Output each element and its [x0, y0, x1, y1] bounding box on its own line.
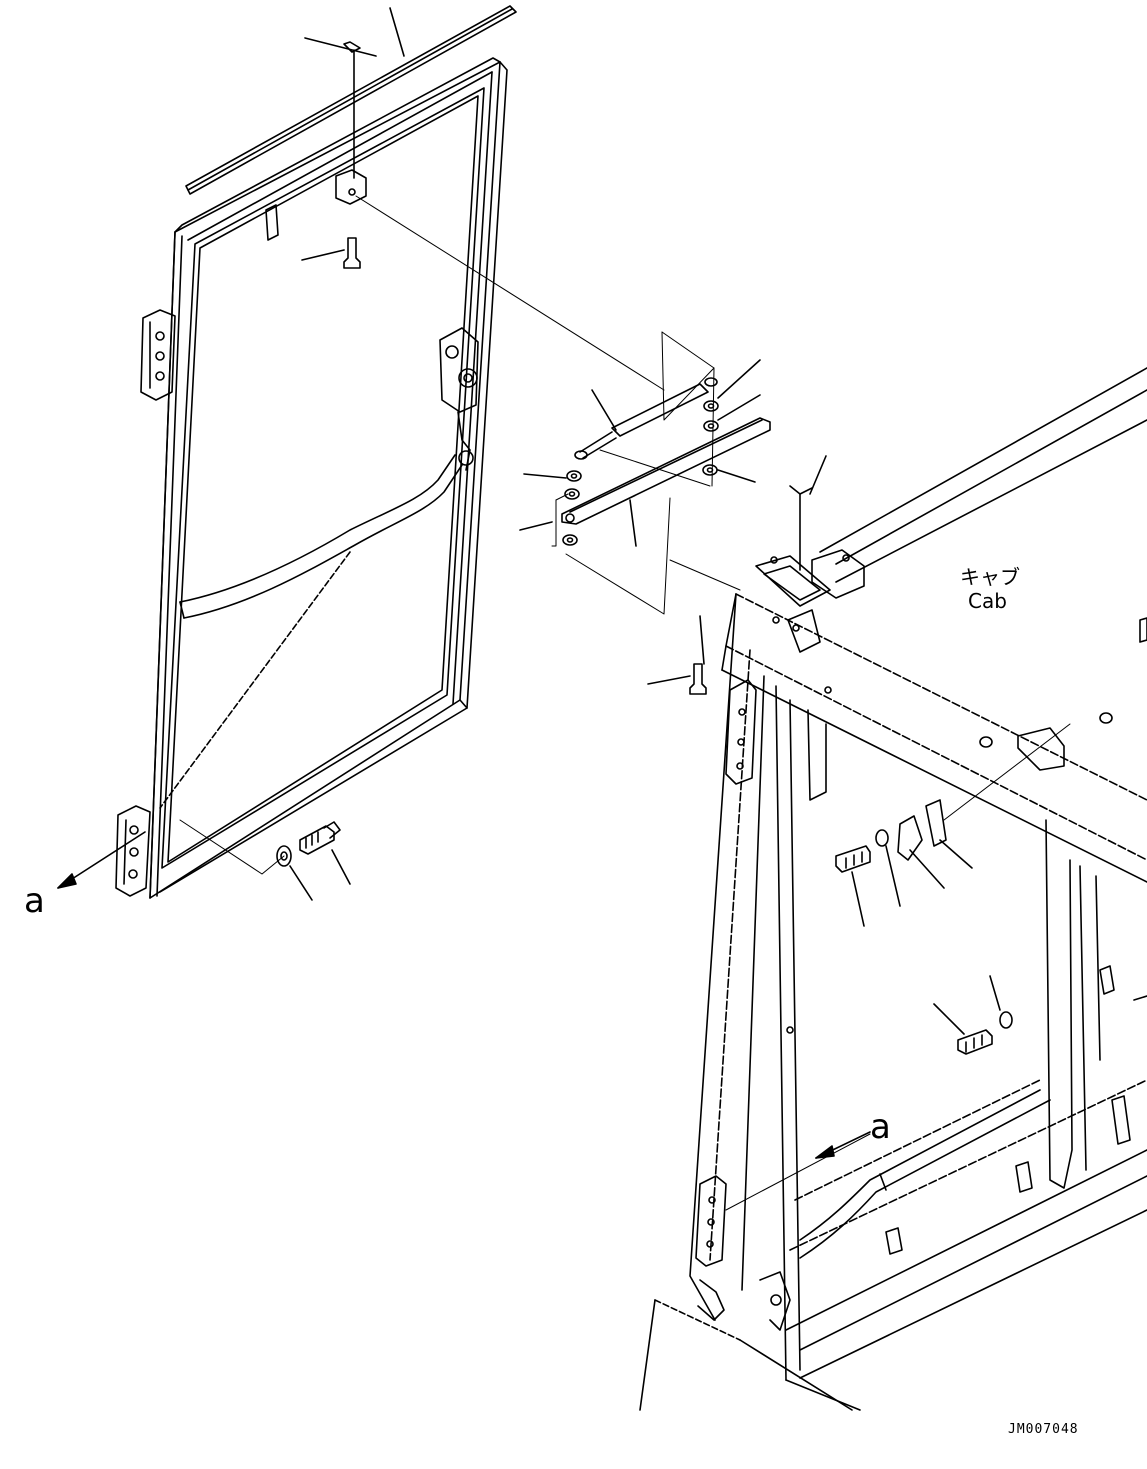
frame-tab [265, 204, 279, 241]
cab-hinge-upper [725, 679, 757, 785]
nut-2 [703, 420, 719, 432]
door-hinge-lower-left [115, 805, 151, 897]
clevis-pin-cab [647, 615, 707, 695]
nut-3 [702, 464, 718, 476]
drawing-code: JM007048 [1008, 1422, 1079, 1437]
cab-label-japanese: キャブ [960, 565, 1020, 589]
view-label-a-left: a [24, 881, 45, 921]
washer-left [276, 845, 313, 901]
cab-hinge-lower [695, 1175, 791, 1331]
stay-bar [561, 417, 771, 547]
cab-top-bracket [755, 549, 865, 653]
door-frame [149, 57, 508, 899]
nut-4 [566, 470, 582, 482]
clevis-pin-upper [301, 237, 361, 269]
cab-bolt-2 [933, 1003, 993, 1055]
door-hinge-upper-left [140, 309, 176, 401]
nut-1 [703, 400, 719, 412]
view-arrow-right [725, 1131, 871, 1211]
cotter-pin-upper [304, 37, 377, 179]
nut-6 [562, 534, 578, 546]
assembly-guides [551, 331, 741, 615]
cab-label-english: Cab [968, 589, 1007, 613]
weatherstrip [185, 5, 517, 195]
cab-washer-1 [875, 829, 901, 907]
cotter-pin-cab [789, 455, 827, 571]
cab-washer-2 [989, 975, 1013, 1029]
cab-clamp [897, 723, 1071, 889]
upper-gas-spring-bracket [335, 169, 367, 205]
cab-bolt-1 [835, 845, 871, 927]
cab-details [786, 617, 1147, 1255]
view-label-a-right: a [870, 1107, 891, 1147]
gas-spring [574, 377, 718, 460]
view-arrow-left [57, 831, 146, 889]
hinge-bolt-left [299, 821, 351, 885]
nut-5 [564, 488, 580, 500]
cab-structure [639, 367, 1147, 1411]
door-latch [439, 327, 479, 471]
